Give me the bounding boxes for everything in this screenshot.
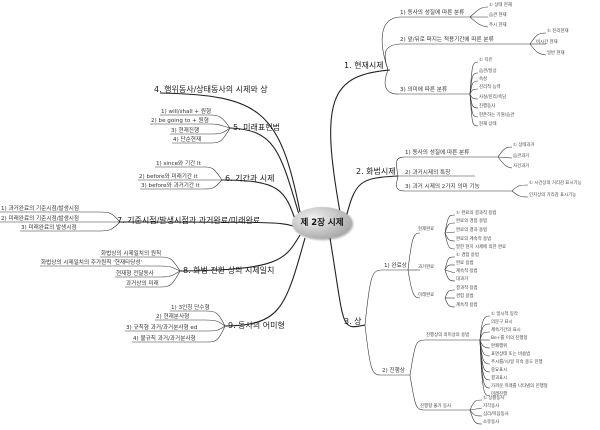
list-item: 3) 규칙형 과거/과거분사형 ed [126, 325, 198, 331]
branch-2-sub-1[interactable]: 1) 동사의 성질에 따른 분류 [405, 150, 470, 156]
branch-3-sub-2[interactable]: 2) 진행상 [382, 368, 405, 374]
leaf: Be+를 이의 진행형 [491, 336, 528, 341]
list-item: 2) be going to + 원형 [151, 118, 209, 124]
list-item: 화법상의 시제일치의 주가원칙 '현재타당성' [41, 260, 143, 266]
leaf: 사건과거 [513, 164, 530, 169]
branch-1-sub-2[interactable]: 2) 앞/뒤로 퍼지는 적용기간에 따른 분류 [400, 37, 494, 43]
branch-4-label[interactable]: 4. 행위동사/상태동사의 시제와 상 [154, 85, 268, 94]
leaf: 완료 용법 [456, 261, 474, 266]
group-label: 과거완료 [418, 265, 435, 270]
leaf: 완료의 계속적 용법 [456, 237, 492, 242]
leaf: ① 진리현재 [547, 29, 569, 34]
list-item: 2) before와 미래기간 it [139, 174, 198, 180]
leaf: 표면상태 또는 비숍법 [491, 352, 531, 357]
list-item: 1) since와 기간 It [156, 161, 201, 167]
list-item: 4) 단순현재 [173, 137, 202, 143]
leaf: 습관 현재 [489, 13, 507, 18]
list-item: 3) before와 과거기간 it [141, 183, 200, 189]
leaf: 완료의 경험 용법 [456, 219, 488, 224]
leaf: 현존하는 기원/습관 [479, 113, 515, 118]
list-item: 현재형 전달동사 [116, 271, 154, 277]
leaf: 주시를/시/일 지속 용도 진행 [491, 360, 543, 365]
leaf: 대과거 [456, 277, 469, 282]
list-item: 1) 과거완료의 기준시점/발생시점 [1, 206, 80, 212]
leaf: 일반 현재 [547, 51, 565, 56]
branch-3-label[interactable]: 3. 상 [344, 317, 362, 326]
leaf: 지각동사 [483, 404, 500, 409]
leaf: 속성 [479, 77, 488, 82]
group-label: 현재완료 [418, 227, 435, 232]
leaf: 계속적 용법 [456, 303, 478, 308]
branch-9-label[interactable]: 9. 동사의 어미형 [228, 321, 285, 330]
leaf: 완쾌행위 [491, 344, 508, 349]
list-item: 1) will/shall + 원형 [161, 109, 212, 115]
leaf: 현재 상태 [479, 122, 497, 127]
leaf: 계속기간의 표시 [491, 328, 521, 333]
leaf: 주시 현재 [489, 23, 507, 28]
list-item: 3) 미래완료의 발생시점 [21, 225, 77, 231]
list-item: 3) 현재진행 [171, 128, 200, 134]
leaf: 완료의 결과 용법 [456, 228, 488, 233]
leaf: ① 상태 현재 [489, 3, 512, 8]
branch-8-line [179, 234, 301, 272]
list-item: 과거상의 미래 [126, 281, 159, 287]
leaf: 습관/일상 [479, 69, 497, 74]
list-item: 1) 3인칭 단수형 [171, 305, 210, 311]
leaf: 습관과거 [513, 154, 530, 159]
branch-1-sub-1[interactable]: 1) 동사의 성질에 따른 분류 [400, 10, 465, 16]
list-item: 2) 미래완료의 기준시점/발생시점 [1, 216, 80, 222]
leaf: 심리/마음동사 [483, 412, 509, 417]
leaf: 결과표시 [491, 376, 508, 381]
leaf: ① 시간상의 거리감 표시기능 [529, 181, 582, 186]
branch-2-sub-2[interactable]: 2) 과거시제의 특징 [405, 170, 451, 176]
leaf: 말한 현지 시제에 의한 완료 [456, 245, 507, 250]
leaf: 사실/진리/속담 [479, 95, 507, 100]
leaf: ① 상태과거 [513, 143, 535, 148]
branch-6-label[interactable]: 6. 기간과 시제 [225, 174, 275, 183]
leaf: 진행동사 [479, 104, 496, 109]
branch-2-line [344, 175, 399, 223]
branch-5-label[interactable]: 5. 미래표현법 [233, 123, 280, 132]
branch-9-line [224, 237, 306, 327]
leaf: 진리적 능력 [479, 85, 501, 90]
leaf: 결과적 용법 [456, 286, 478, 291]
list-item: 4) 불규칙 과거/과거분사형 [133, 336, 196, 342]
group-label: 미래완료 [418, 293, 435, 298]
leaf: 미래진행 [491, 392, 508, 397]
branch-4-line [159, 92, 301, 213]
branch-1-line [330, 69, 391, 213]
group-label: 진행상의 의미상의 용법 [426, 333, 470, 338]
branch-5-line [229, 127, 301, 219]
branch-3-sub-1[interactable]: 1) 완료상 [384, 263, 407, 269]
branch-8-label[interactable]: 8. 화법 전환 상의 시제일치 [183, 266, 275, 275]
leaf: 계속적 용법 [456, 269, 478, 274]
central-topic-bubble[interactable] [292, 207, 352, 239]
branch-6-line [221, 179, 297, 223]
leaf: 가까운 미래를 나타냄의 진행형 [491, 384, 548, 389]
central-topic-label: 제 2장 시제 [300, 218, 344, 228]
leaf: ① 상황동사 [483, 396, 505, 401]
branch-1-sub-3[interactable]: 3) 의미에 따른 분류 [400, 87, 448, 93]
leaf: ① 일시적 동작 [491, 312, 518, 317]
branch-7-line [119, 221, 294, 227]
leaf: ① 완료의 결과적 용법 [456, 211, 497, 216]
branch-1-label[interactable]: 1. 현재시제 [344, 61, 384, 70]
leaf: 소유동사 [483, 420, 500, 425]
group-label: 진행형 불가 동사 [420, 404, 452, 409]
list-item: 화법상의 시제일치의 원칙 [101, 251, 162, 257]
leaf: 의문구 표시 [491, 320, 513, 325]
list-item: 2) 현재분사형 [156, 314, 190, 320]
leaf: 비시간 현재 [536, 40, 558, 45]
leaf: ① 경험 용법 [456, 253, 479, 258]
leaf: 인지상의 거리감 표시기능 [529, 193, 577, 198]
leaf: 경험 용법 [456, 294, 474, 299]
branch-7-label[interactable]: 7. 기준시점/발생시점과 과거완료/미래완료 [117, 216, 261, 225]
branch-3-line [329, 237, 366, 328]
leaf: 중요표시 [491, 368, 508, 373]
branch-2-label[interactable]: 2. 화법시제 [356, 167, 396, 176]
leaf: ① 직유 [479, 58, 493, 63]
branch-2-sub-3[interactable]: 3) 과거 시제의 2가지 의미 기능 [405, 184, 480, 190]
